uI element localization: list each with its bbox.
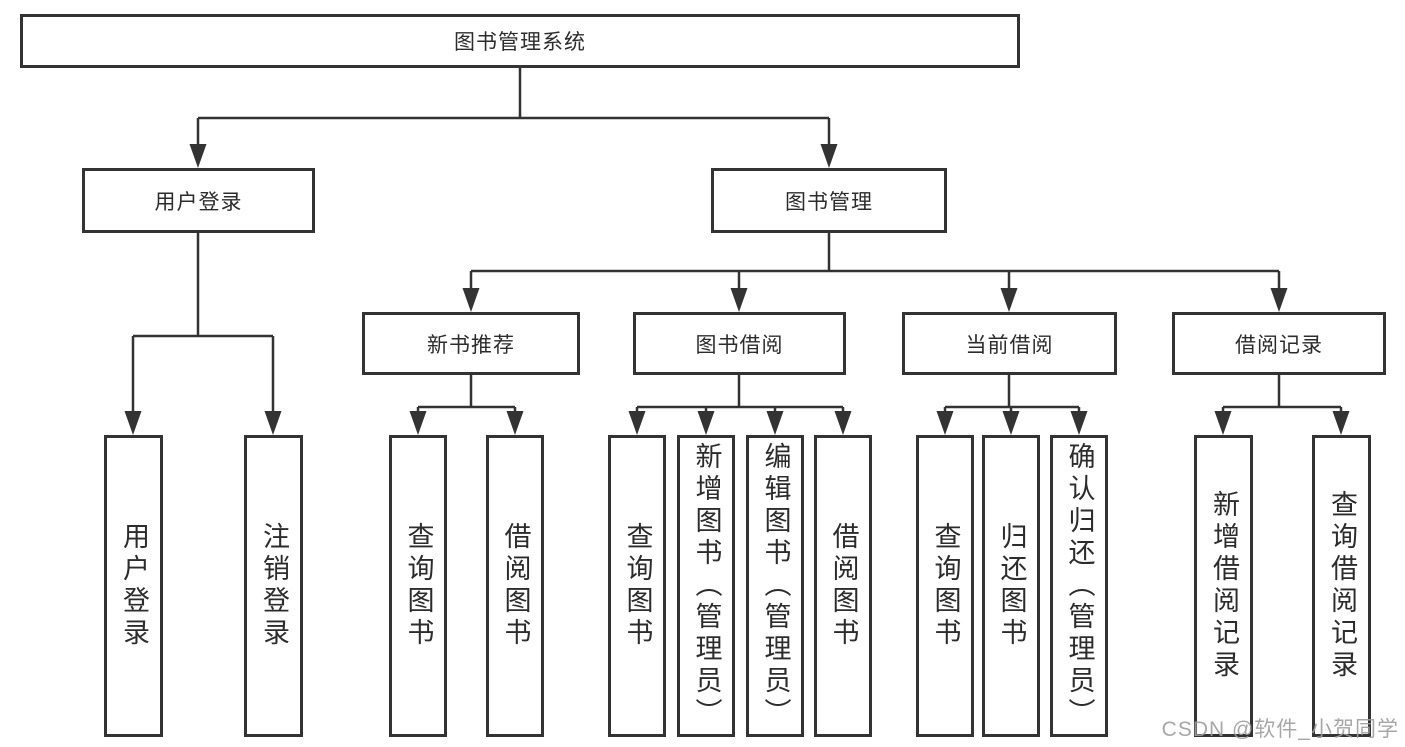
node-label: 新增借阅记录: [1209, 490, 1239, 682]
arrow-icon: [462, 288, 480, 312]
node-current-borrowing: 当前借阅: [902, 312, 1117, 375]
connector-newbooks-children: [416, 375, 517, 427]
arrow-icon: [1332, 411, 1350, 435]
leaf-borrow-books-2: 借阅图书: [814, 435, 872, 737]
leaf-query-books-1: 查询图书: [389, 435, 447, 737]
node-label: 查询图书: [622, 522, 653, 650]
arrow-icon: [189, 144, 207, 168]
node-label: 用户登录: [119, 522, 149, 650]
arrow-icon: [730, 288, 748, 312]
node-label: 图书管理: [785, 190, 873, 214]
node-label: 编辑图书（管理员）: [760, 442, 791, 730]
node-label: 归还图书: [996, 522, 1027, 650]
leaf-query-books-3: 查询图书: [916, 435, 974, 737]
arrow-icon: [506, 411, 524, 435]
leaf-borrow-books-1: 借阅图书: [486, 435, 544, 737]
leaf-add-borrow-record: 新增借阅记录: [1194, 435, 1253, 737]
connector-records-children: [1221, 375, 1343, 427]
arrow-icon: [1002, 411, 1020, 435]
leaf-add-books-admin: 新增图书（管理员）: [677, 435, 735, 737]
leaf-confirm-return-admin: 确认归还（管理员）: [1050, 435, 1108, 737]
node-label: 查询图书: [403, 522, 434, 650]
arrow-icon: [936, 411, 954, 435]
arrow-icon: [697, 411, 715, 435]
node-label: 新增图书（管理员）: [691, 442, 722, 730]
connector-borrowing-children: [635, 375, 845, 427]
node-label: 当前借阅: [965, 333, 1054, 357]
leaf-edit-books-admin: 编辑图书（管理员）: [746, 435, 804, 737]
node-label: 图书借阅: [695, 333, 784, 357]
node-label: 查询借阅记录: [1327, 490, 1357, 682]
arrow-icon: [1000, 288, 1018, 312]
leaf-query-borrow-record: 查询借阅记录: [1312, 435, 1371, 737]
node-book-management: 图书管理: [711, 168, 947, 233]
arrow-icon: [264, 411, 282, 435]
arrow-icon: [1214, 411, 1232, 435]
arrow-icon: [124, 411, 142, 435]
node-label: 注销登录: [259, 522, 289, 650]
leaf-query-books-2: 查询图书: [608, 435, 666, 737]
node-borrowing-records: 借阅记录: [1172, 312, 1386, 375]
node-user-login: 用户登录: [82, 168, 315, 233]
arrow-icon: [834, 411, 852, 435]
arrow-icon: [1070, 411, 1088, 435]
leaf-user-login: 用户登录: [104, 435, 163, 737]
node-label: 借阅图书: [828, 522, 859, 650]
node-label: 确认归还（管理员）: [1064, 442, 1095, 730]
node-label: 用户登录: [154, 190, 243, 214]
csdn-watermark: CSDN @软件_小贺同学: [1161, 718, 1399, 741]
arrow-icon: [766, 411, 784, 435]
connector-bookmgmt-children: [469, 233, 1281, 304]
node-new-book-recommendation: 新书推荐: [362, 312, 580, 375]
node-label: 借阅图书: [500, 522, 531, 650]
connector-userlogin-children: [131, 233, 275, 427]
arrowheads: [124, 144, 1350, 435]
connector-root-to-level2: [196, 68, 831, 160]
leaf-logout: 注销登录: [244, 435, 303, 737]
node-label: 查询图书: [930, 522, 961, 650]
arrow-icon: [628, 411, 646, 435]
node-label: 图书管理系统: [454, 31, 586, 54]
node-label: 借阅记录: [1235, 333, 1323, 357]
leaf-return-books: 归还图书: [982, 435, 1040, 737]
arrow-icon: [820, 144, 838, 168]
arrow-icon: [409, 411, 427, 435]
node-label: 新书推荐: [427, 333, 515, 357]
node-book-borrowing: 图书借阅: [633, 312, 846, 375]
node-library-management-system: 图书管理系统: [20, 14, 1020, 68]
arrow-icon: [1270, 288, 1288, 312]
